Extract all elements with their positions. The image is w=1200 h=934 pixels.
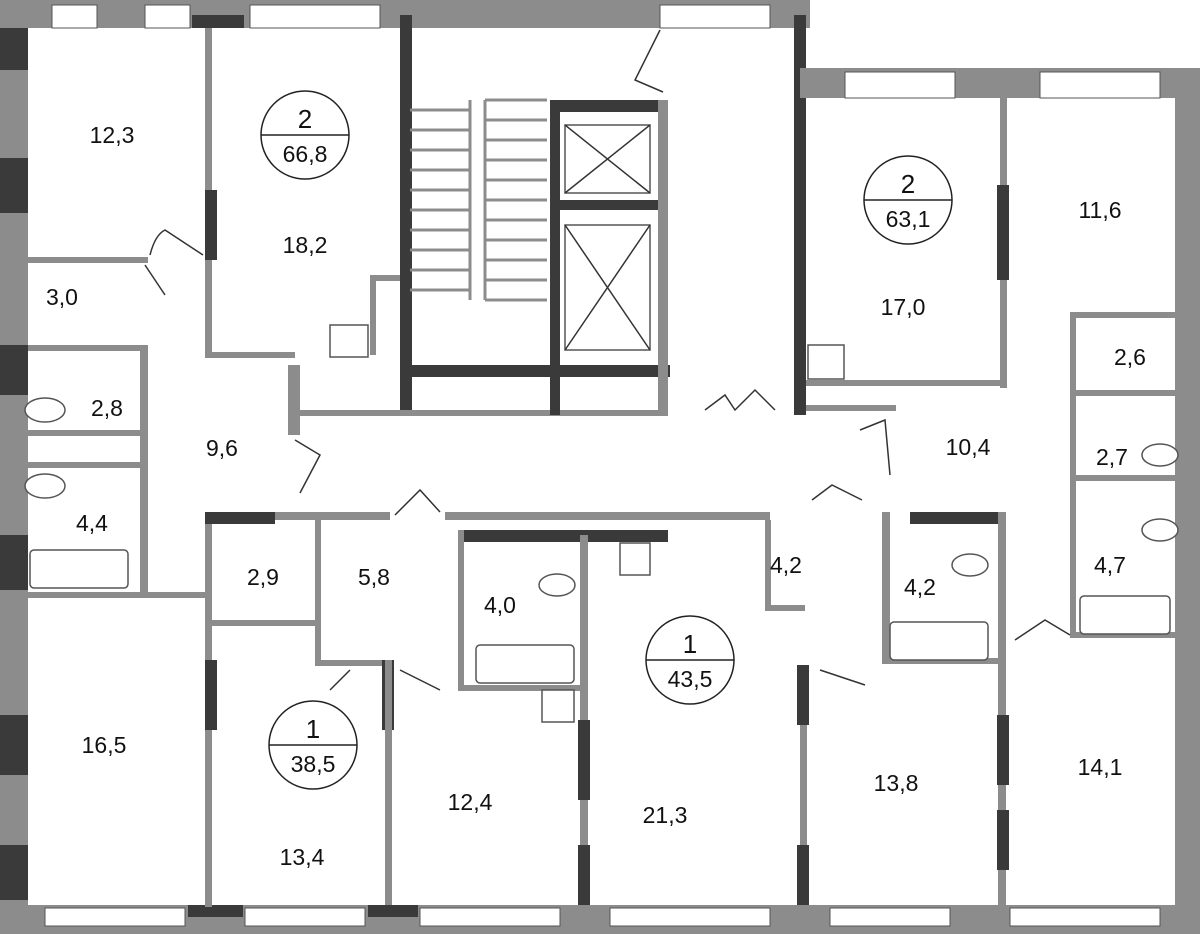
- inner-walls: [28, 28, 1175, 907]
- room-area: 17,0: [881, 294, 926, 320]
- fixtures: [24, 324, 1179, 723]
- room-labels: 12,3 18,2 3,0 2,8 9,6 4,4 2,9 5,8 4,0 16…: [46, 122, 1146, 870]
- room-area: 4,2: [770, 552, 802, 578]
- room-area: 5,8: [358, 564, 390, 590]
- apartment-rooms: 2: [298, 104, 312, 134]
- apartment-badge-1: 2 66,8: [260, 90, 350, 180]
- room-area: 12,4: [448, 789, 493, 815]
- apartment-rooms: 2: [901, 169, 915, 199]
- apartment-badge-2: 2 63,1: [863, 155, 953, 245]
- room-area: 2,7: [1096, 444, 1128, 470]
- apartment-rooms: 1: [683, 629, 697, 659]
- room-area: 16,5: [82, 732, 127, 758]
- room-area: 14,1: [1078, 754, 1123, 780]
- room-area: 11,6: [1078, 197, 1121, 223]
- apartment-badge-4: 1 43,5: [645, 615, 735, 705]
- room-area: 13,4: [280, 844, 325, 870]
- room-area: 4,7: [1094, 552, 1126, 578]
- stairs-elevators: [410, 98, 651, 351]
- room-area: 21,3: [643, 802, 688, 828]
- room-area: 4,2: [904, 574, 936, 600]
- apartment-area: 43,5: [668, 666, 713, 692]
- apartment-area: 38,5: [291, 751, 336, 777]
- room-area: 2,8: [91, 395, 123, 421]
- room-area: 3,0: [46, 284, 78, 310]
- room-area: 10,4: [946, 434, 991, 460]
- apartment-area: 66,8: [283, 141, 328, 167]
- room-area: 18,2: [283, 232, 328, 258]
- room-area: 4,4: [76, 510, 108, 536]
- room-area: 4,0: [484, 592, 516, 618]
- apartment-rooms: 1: [306, 714, 320, 744]
- room-area: 12,3: [90, 122, 135, 148]
- room-area: 2,6: [1114, 344, 1146, 370]
- apartment-area: 63,1: [886, 206, 931, 232]
- doors: [144, 29, 1071, 691]
- room-area: 2,9: [247, 564, 279, 590]
- room-area: 13,8: [874, 770, 919, 796]
- room-area: 9,6: [206, 435, 238, 461]
- apartment-badge-3: 1 38,5: [268, 700, 358, 790]
